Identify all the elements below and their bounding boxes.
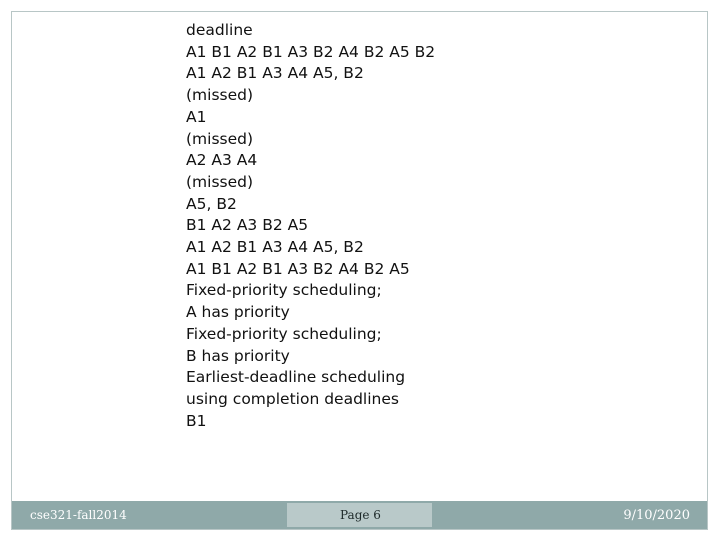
slide-content: deadline A1 B1 A2 B1 A3 B2 A4 B2 A5 B2 A… xyxy=(186,20,435,432)
content-line: B has priority xyxy=(186,346,290,365)
content-line: using completion deadlines xyxy=(186,389,399,408)
content-line: A1 A2 B1 A3 A4 A5, B2 xyxy=(186,64,364,83)
content-line: (missed) xyxy=(186,172,254,191)
content-line: Fixed-priority scheduling; xyxy=(186,281,382,300)
content-line: (missed) xyxy=(186,86,254,105)
content-line: A5, B2 xyxy=(186,194,237,213)
slide-frame xyxy=(11,11,708,530)
content-line: deadline xyxy=(186,21,253,39)
content-line: A has priority xyxy=(186,303,290,322)
content-line: A1 xyxy=(186,107,207,126)
content-line: (missed) xyxy=(186,129,254,148)
content-line: Fixed-priority scheduling; xyxy=(186,324,382,343)
content-line: A1 A2 B1 A3 A4 A5, B2 xyxy=(186,238,364,257)
footer-page-box xyxy=(287,503,432,527)
content-line: A1 B1 A2 B1 A3 B2 A4 B2 A5 xyxy=(186,259,410,278)
footer-course-label: cse321-fall2014 xyxy=(30,508,127,522)
content-line: B1 A2 A3 B2 A5 xyxy=(186,216,309,235)
content-line: Earliest-deadline scheduling xyxy=(186,368,406,387)
footer-page-number: Page 6 xyxy=(340,508,381,522)
content-line: A2 A3 A4 xyxy=(186,151,258,170)
content-line: A1 B1 A2 B1 A3 B2 A4 B2 A5 B2 xyxy=(186,42,436,61)
footer-date: 9/10/2020 xyxy=(623,508,690,523)
content-line: B1 xyxy=(186,411,207,430)
